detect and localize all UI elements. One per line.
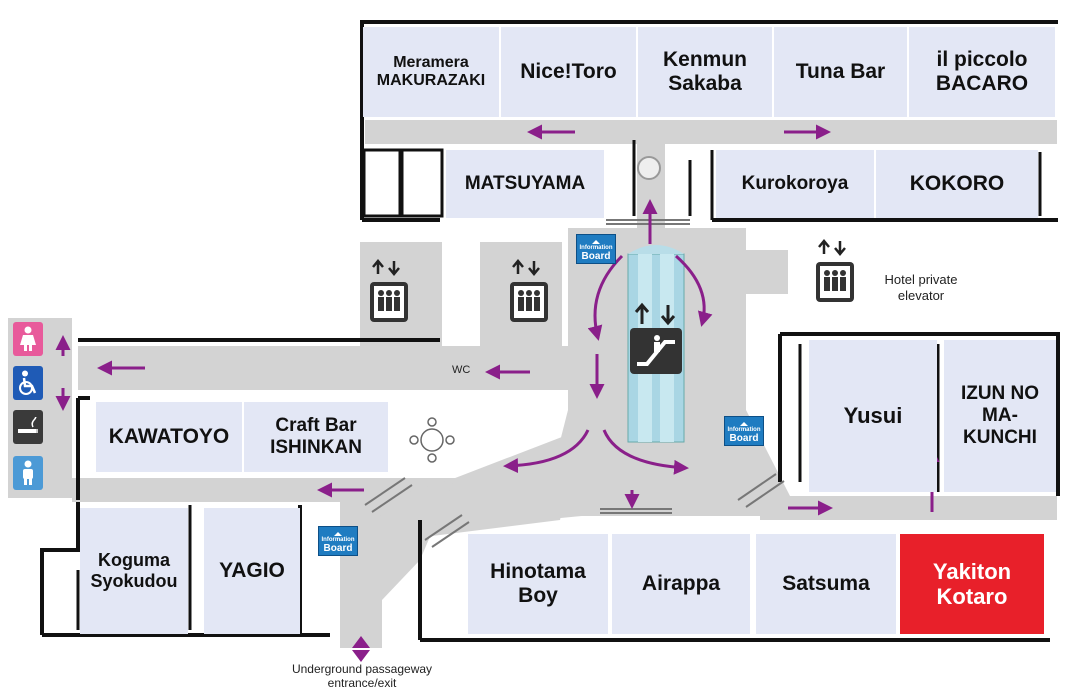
shop-kokoro[interactable]: KOKORO bbox=[876, 150, 1038, 218]
elevator-icon bbox=[810, 236, 860, 311]
shop-name: KAWATOYO bbox=[108, 424, 230, 448]
shop-name: Yakiton Kotaro bbox=[932, 558, 1012, 609]
shop-name: KOKORO bbox=[909, 171, 1005, 195]
shop-airappa[interactable]: Airappa bbox=[612, 534, 750, 634]
shop-name: Kenmun Sakaba bbox=[663, 47, 747, 95]
board-label: Board bbox=[729, 433, 759, 444]
shop-meramera-makurazaki[interactable]: Meramera MAKURAZAKI bbox=[363, 27, 499, 117]
shop-name: Airappa bbox=[641, 571, 721, 595]
smoking-area-icon bbox=[13, 410, 43, 444]
shop-name: Nice!Toro bbox=[520, 59, 617, 83]
board-label: Board bbox=[323, 543, 353, 554]
information-board: Information Board bbox=[576, 234, 616, 264]
shop-nice-toro[interactable]: Nice!Toro bbox=[501, 27, 636, 117]
female-restroom-icon bbox=[13, 322, 43, 356]
shop-name: Hinotama Boy bbox=[490, 559, 586, 607]
shop-yagio[interactable]: YAGIO bbox=[204, 508, 300, 634]
board-label-small: Information bbox=[579, 245, 613, 251]
wc-label: WC bbox=[452, 364, 471, 376]
shop-craft-bar-ishinkan[interactable]: Craft Bar ISHINKAN bbox=[244, 402, 388, 472]
shop-name: Tuna Bar bbox=[795, 59, 886, 83]
shop-satsuma[interactable]: Satsuma bbox=[756, 534, 896, 634]
shop-hinotama-boy[interactable]: Hinotama Boy bbox=[468, 534, 608, 634]
underground-entrance-label: Underground passageway entrance/exit bbox=[291, 662, 433, 689]
information-board: Information Board bbox=[724, 416, 764, 446]
shop-name: Yusui bbox=[843, 403, 903, 429]
walls bbox=[40, 20, 1060, 642]
shop-izun-no-makunchi[interactable]: IZUN NO MA- KUNCHI bbox=[944, 340, 1056, 492]
escalator-icon bbox=[628, 300, 684, 381]
wheelchair-icon bbox=[13, 366, 43, 400]
shop-name: IZUN NO MA- KUNCHI bbox=[960, 383, 1040, 448]
shop-name: Craft Bar ISHINKAN bbox=[270, 415, 362, 458]
shop-name: YAGIO bbox=[219, 558, 285, 582]
shop-name-line: Meramera bbox=[393, 53, 469, 71]
shop-yakiton-kotaro[interactable]: Yakiton Kotaro bbox=[900, 534, 1044, 634]
shop-kurokoroya[interactable]: Kurokoroya bbox=[716, 150, 874, 218]
board-label-small: Information bbox=[321, 537, 355, 543]
shop-kawatoyo[interactable]: KAWATOYO bbox=[96, 402, 242, 472]
board-marker-icon bbox=[740, 422, 748, 426]
male-restroom-icon bbox=[13, 456, 43, 490]
shop-il-piccolo-bacaro[interactable]: il piccolo BACARO bbox=[909, 27, 1055, 117]
information-board: Information Board bbox=[318, 526, 358, 556]
shop-name-line: MAKURAZAKI bbox=[376, 72, 486, 89]
shop-yusui[interactable]: Yusui bbox=[809, 340, 937, 492]
shop-tuna-bar[interactable]: Tuna Bar bbox=[774, 27, 907, 117]
board-label: Board bbox=[581, 251, 611, 262]
shop-kenmun-sakaba[interactable]: Kenmun Sakaba bbox=[638, 27, 772, 117]
elevator-icon bbox=[364, 256, 414, 331]
elevator-icon bbox=[504, 256, 554, 331]
board-marker-icon bbox=[334, 532, 342, 536]
flow-arrows bbox=[55, 124, 940, 516]
board-label-small: Information bbox=[727, 427, 761, 433]
shop-matsuyama[interactable]: MATSUYAMA bbox=[446, 150, 604, 218]
hotel-elevator-label: Hotel private elevator bbox=[884, 272, 958, 303]
shop-koguma-syokudou[interactable]: Koguma Syokudou bbox=[80, 508, 188, 634]
shop-name: Koguma Syokudou bbox=[90, 550, 178, 591]
shop-name: Satsuma bbox=[782, 571, 870, 595]
shop-name: il piccolo BACARO bbox=[935, 47, 1029, 95]
shop-name: Kurokoroya bbox=[741, 173, 849, 195]
board-marker-icon bbox=[592, 240, 600, 244]
shop-name: MATSUYAMA bbox=[464, 173, 586, 195]
